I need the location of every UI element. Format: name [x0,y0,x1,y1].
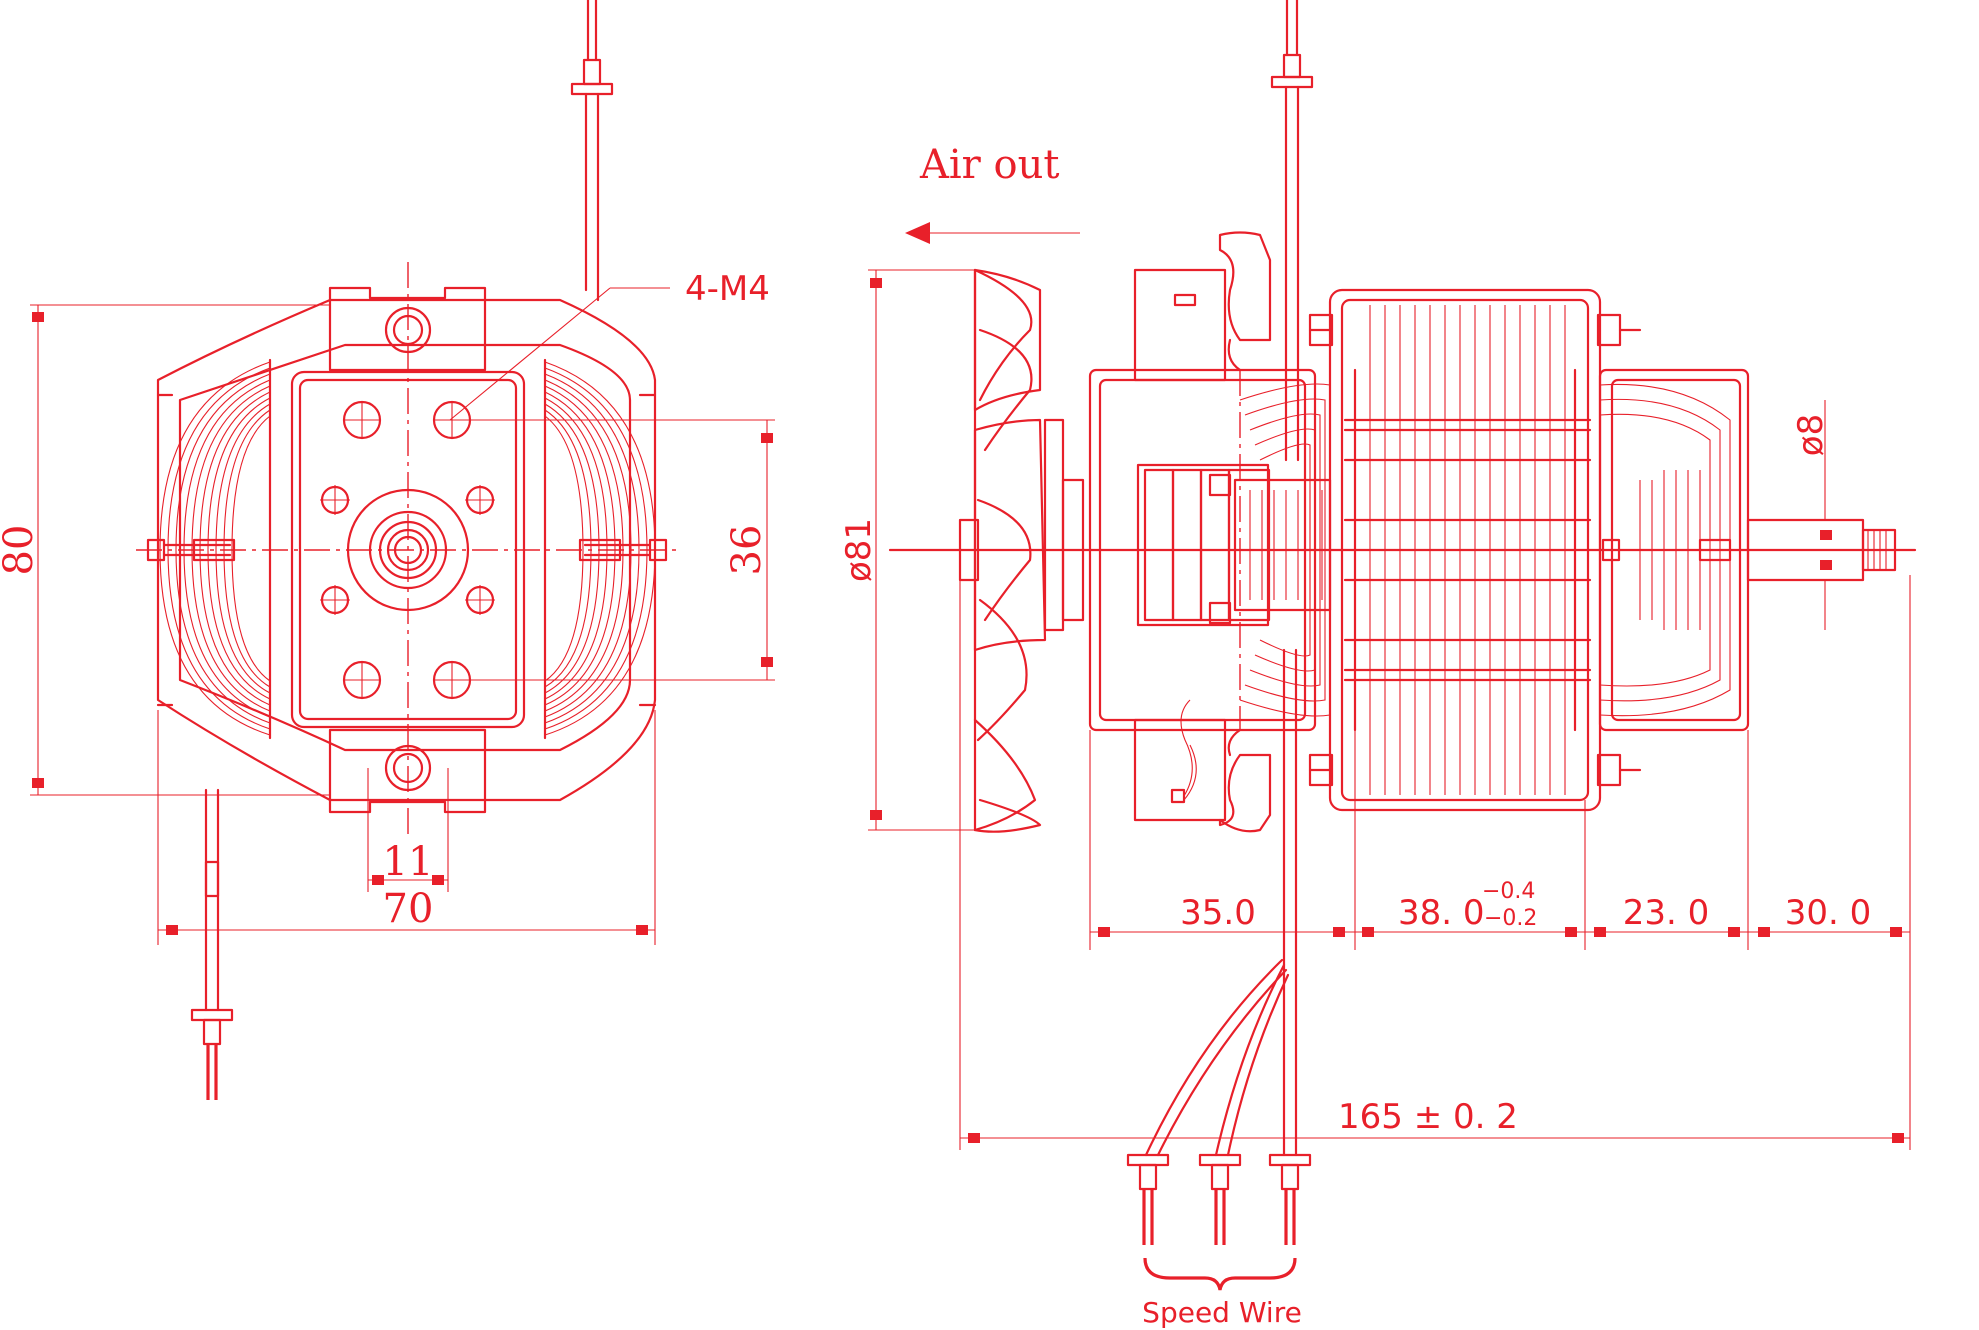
dim-height-80-text: 80 [0,525,42,576]
dim-seg-2-lower-tol: −0.2 [1484,906,1537,931]
front-left-coil [159,358,272,740]
side-view: Air out ø81 [839,0,1917,1329]
dim-fan-diameter: ø81 [839,269,975,831]
dim-fan-diameter-text: ø81 [839,518,879,582]
dim-overall: 165 ± 0. 2 [959,580,1910,1150]
dim-seg-3-text: 23. 0 [1623,893,1710,933]
dim-seg-4-text: 30. 0 [1785,893,1872,933]
air-out-indicator: Air out [905,142,1080,244]
dim-holes-36-text: 36 [724,525,770,576]
dim-overall-text: 165 ± 0. 2 [1338,1097,1518,1137]
front-right-coil [543,358,656,740]
front-top-lead-wire [570,0,614,302]
label-4-m4: 4-M4 [685,269,770,309]
dim-seg-1-text: 35.0 [1180,893,1256,933]
front-view: 80 36 4-M4 11 [0,0,775,1100]
dim-width-70: 70 [157,710,656,945]
side-top-lead-wire [1270,0,1314,462]
speed-wire-brace [1143,1257,1297,1291]
dim-slot-11: 11 [367,768,449,892]
label-speed-wire: Speed Wire [1142,1296,1302,1329]
speed-wires: Speed Wire [1126,648,1312,1329]
rotor-assembly [1136,463,1332,627]
dim-seg-2-text: 38. 0 [1398,893,1485,933]
dim-horizontal-segments: 35.0 38. 0 −0.4 −0.2 23. 0 30. 0 [1089,575,1911,1150]
dim-shaft-diameter-text: ø8 [1791,414,1831,456]
dim-holes-36: 36 [462,419,775,681]
dim-seg-2-upper-tol: −0.4 [1482,879,1535,904]
leader-4-m4: 4-M4 [449,269,770,421]
housing-left-bracket [1088,231,1317,833]
dim-shaft-diameter: ø8 [1791,400,1832,630]
dim-width-70-text: 70 [383,886,434,932]
dim-height-80: 80 [0,304,330,796]
dim-slot-11-text: 11 [383,839,434,885]
front-bottom-lead-wire [190,788,234,1100]
label-air-out: Air out [919,142,1059,188]
